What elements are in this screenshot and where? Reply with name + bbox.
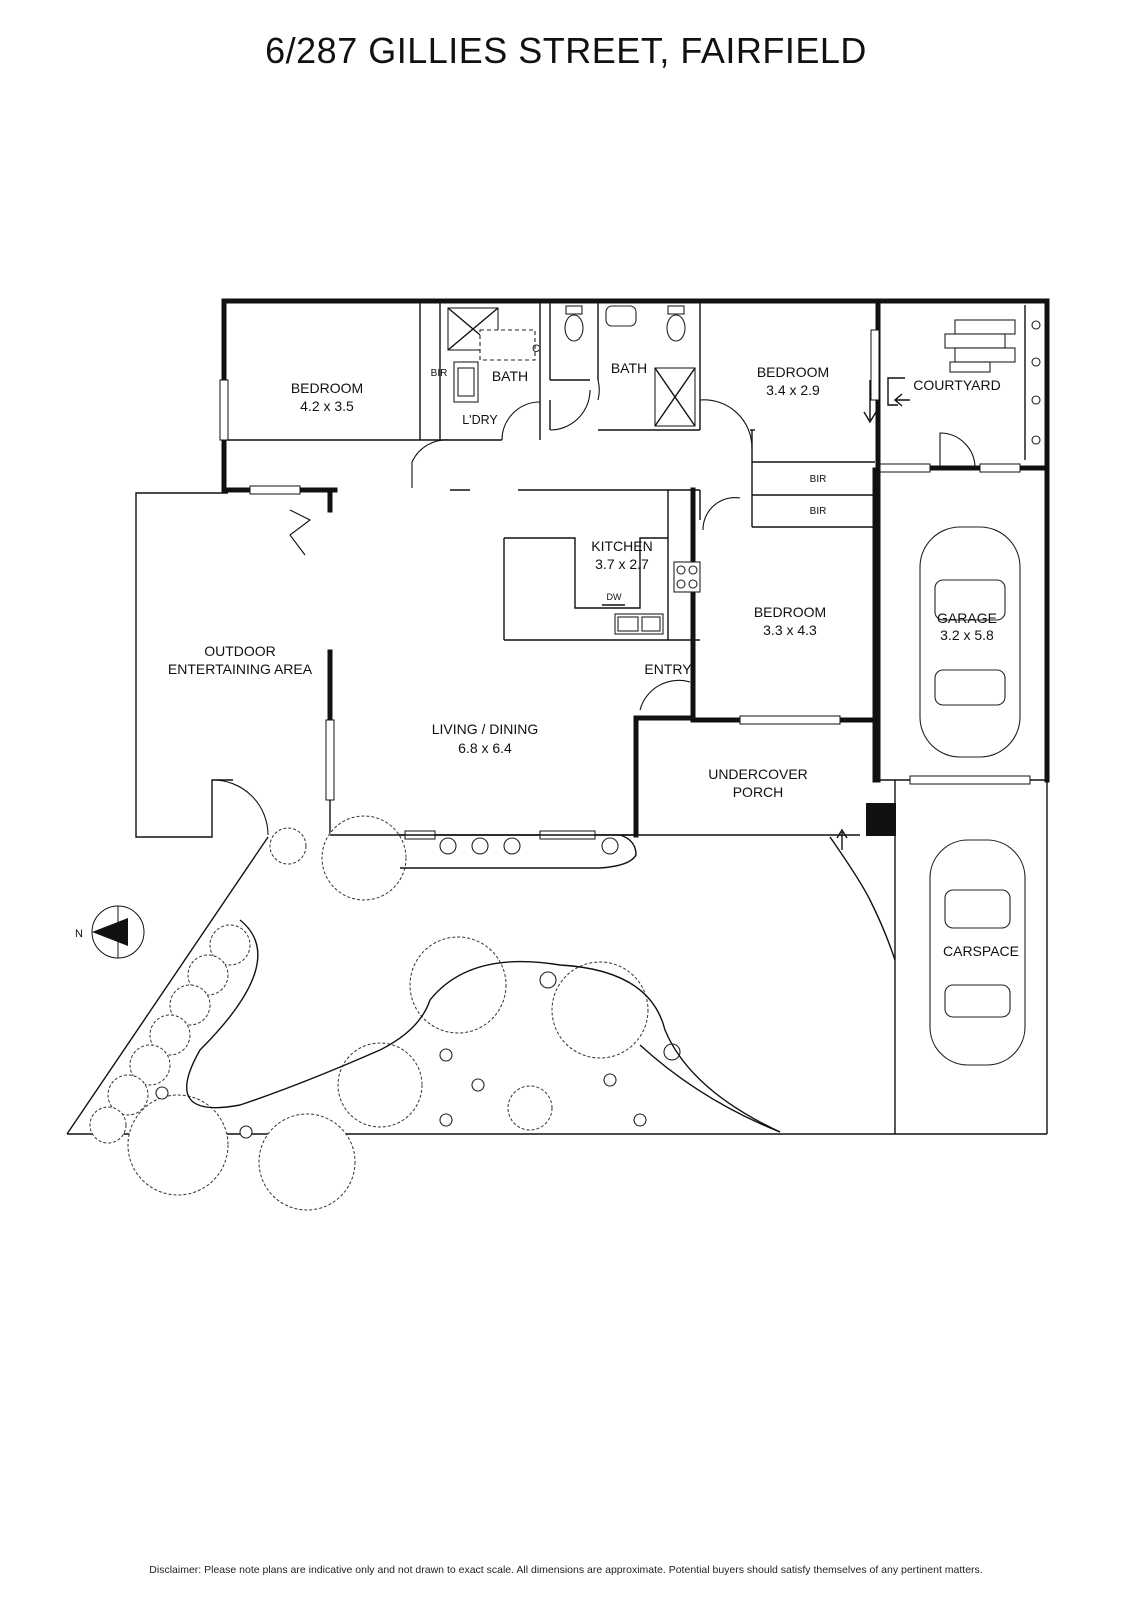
- north-compass-icon: N: [75, 905, 145, 959]
- outdoor-area-outline: [135, 492, 269, 838]
- interior-walls: [224, 301, 1047, 641]
- bedroom-1-name: BEDROOM: [291, 380, 363, 396]
- garage-name: GARAGE: [937, 610, 997, 626]
- kitchen-dims: 3.7 x 2.7: [595, 556, 649, 572]
- bath-2-name: BATH: [611, 360, 647, 376]
- living-dining-name: LIVING / DINING: [432, 721, 539, 737]
- bir-bedroom-1: BIR: [431, 368, 448, 379]
- kitchen-name: KITCHEN: [591, 538, 652, 554]
- laundry-name: L'DRY: [462, 413, 498, 427]
- courtyard-name: COURTYARD: [913, 377, 1000, 393]
- plan-title: 6/287 GILLIES STREET, FAIRFIELD: [265, 30, 867, 71]
- courtyard-features: [863, 305, 1041, 460]
- compass-north-label: N: [75, 928, 83, 940]
- doors: [289, 379, 976, 711]
- bedroom-2-name: BEDROOM: [757, 364, 829, 380]
- carspace-car-icon: [929, 839, 1026, 1066]
- bath-1-name: BATH: [492, 368, 528, 384]
- outdoor-area-line2: ENTERTAINING AREA: [168, 661, 313, 677]
- garage-dims: 3.2 x 5.8: [940, 627, 994, 643]
- entry-label: ENTRY: [644, 661, 692, 677]
- fixtures: [447, 305, 701, 640]
- carspace-label: CARSPACE: [943, 943, 1019, 959]
- living-dining-dims: 6.8 x 6.4: [458, 740, 512, 756]
- entry-arrow-icon: [836, 828, 848, 850]
- bedroom-2-dims: 3.4 x 2.9: [766, 382, 820, 398]
- bedroom-3-name: BEDROOM: [754, 604, 826, 620]
- porch-line2: PORCH: [733, 784, 784, 800]
- linen-cupboard-label: C: [532, 343, 540, 355]
- dishwasher-label: DW: [607, 592, 622, 602]
- garage-car-icon: [919, 526, 1021, 758]
- room-labels: BEDROOM 4.2 x 3.5 BIR BATH C L'DRY BATH …: [168, 343, 1019, 959]
- garden-planting: [89, 815, 781, 1211]
- bir-b-label: BIR: [810, 506, 827, 517]
- porch-line1: UNDERCOVER: [708, 766, 808, 782]
- outdoor-area-line1: OUTDOOR: [204, 643, 276, 659]
- disclaimer-text: Disclaimer: Please note plans are indica…: [149, 1564, 983, 1576]
- bir-a-label: BIR: [810, 474, 827, 485]
- bedroom-1-dims: 4.2 x 3.5: [300, 398, 354, 414]
- bedroom-3-dims: 3.3 x 4.3: [763, 622, 817, 638]
- site-boundary: [66, 780, 1048, 1135]
